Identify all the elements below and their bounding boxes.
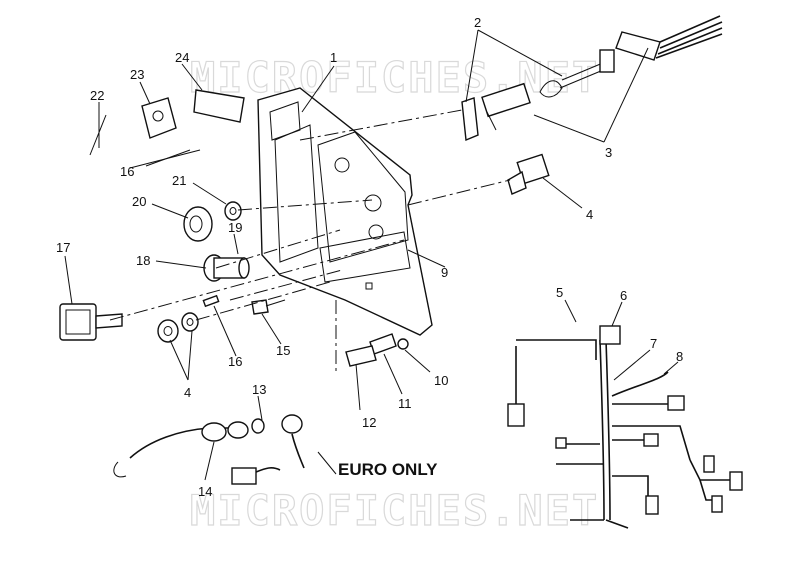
callout-11: 11 <box>398 396 412 411</box>
callout-4-lower: 4 <box>184 385 191 400</box>
assembly-lines <box>109 109 511 372</box>
callout-1: 1 <box>330 50 337 65</box>
callout-19: 19 <box>228 220 242 235</box>
callout-10: 10 <box>434 373 448 388</box>
callout-9: 9 <box>441 265 448 280</box>
callout-16-lower: 16 <box>228 354 242 369</box>
callout-7: 7 <box>650 336 657 351</box>
callout-15: 15 <box>276 343 290 358</box>
callout-6: 6 <box>620 288 627 303</box>
fasteners-lower <box>157 294 286 343</box>
callout-3: 3 <box>605 145 612 160</box>
nut-and-washer <box>183 201 242 242</box>
ignition-switch-assembly <box>461 49 615 142</box>
callout-2: 2 <box>474 15 481 30</box>
watermark-bottom: MICROFICHES.NET <box>190 486 599 535</box>
mounting-brackets <box>89 89 245 169</box>
ignition-switch-body <box>203 254 250 282</box>
callout-5: 5 <box>556 285 563 300</box>
euro-harness <box>113 414 305 485</box>
callout-21: 21 <box>172 173 186 188</box>
callout-labels: 1 2 3 4 4 5 6 7 8 9 10 11 12 13 14 15 16… <box>56 15 683 499</box>
leader-lines <box>64 29 679 481</box>
callout-4-toggle: 4 <box>586 207 593 222</box>
callout-22: 22 <box>90 88 104 103</box>
main-wiring-harness <box>507 325 743 529</box>
toggle-switch <box>507 153 550 195</box>
callout-23: 23 <box>130 67 144 82</box>
callout-16-upper: 16 <box>120 164 134 179</box>
callout-24: 24 <box>175 50 189 65</box>
callout-8: 8 <box>676 349 683 364</box>
callout-12: 12 <box>362 415 376 430</box>
callout-14: 14 <box>198 484 212 499</box>
terminal-block <box>345 333 409 367</box>
dash-panel <box>257 87 433 336</box>
harness-connector-top <box>615 15 723 61</box>
callout-20: 20 <box>132 194 146 209</box>
callout-17: 17 <box>56 240 70 255</box>
callout-18: 18 <box>136 253 150 268</box>
euro-only-label: EURO ONLY <box>338 460 438 479</box>
callout-13: 13 <box>252 382 266 397</box>
ignition-key <box>59 303 123 341</box>
watermark-top: MICROFICHES.NET <box>190 53 599 102</box>
